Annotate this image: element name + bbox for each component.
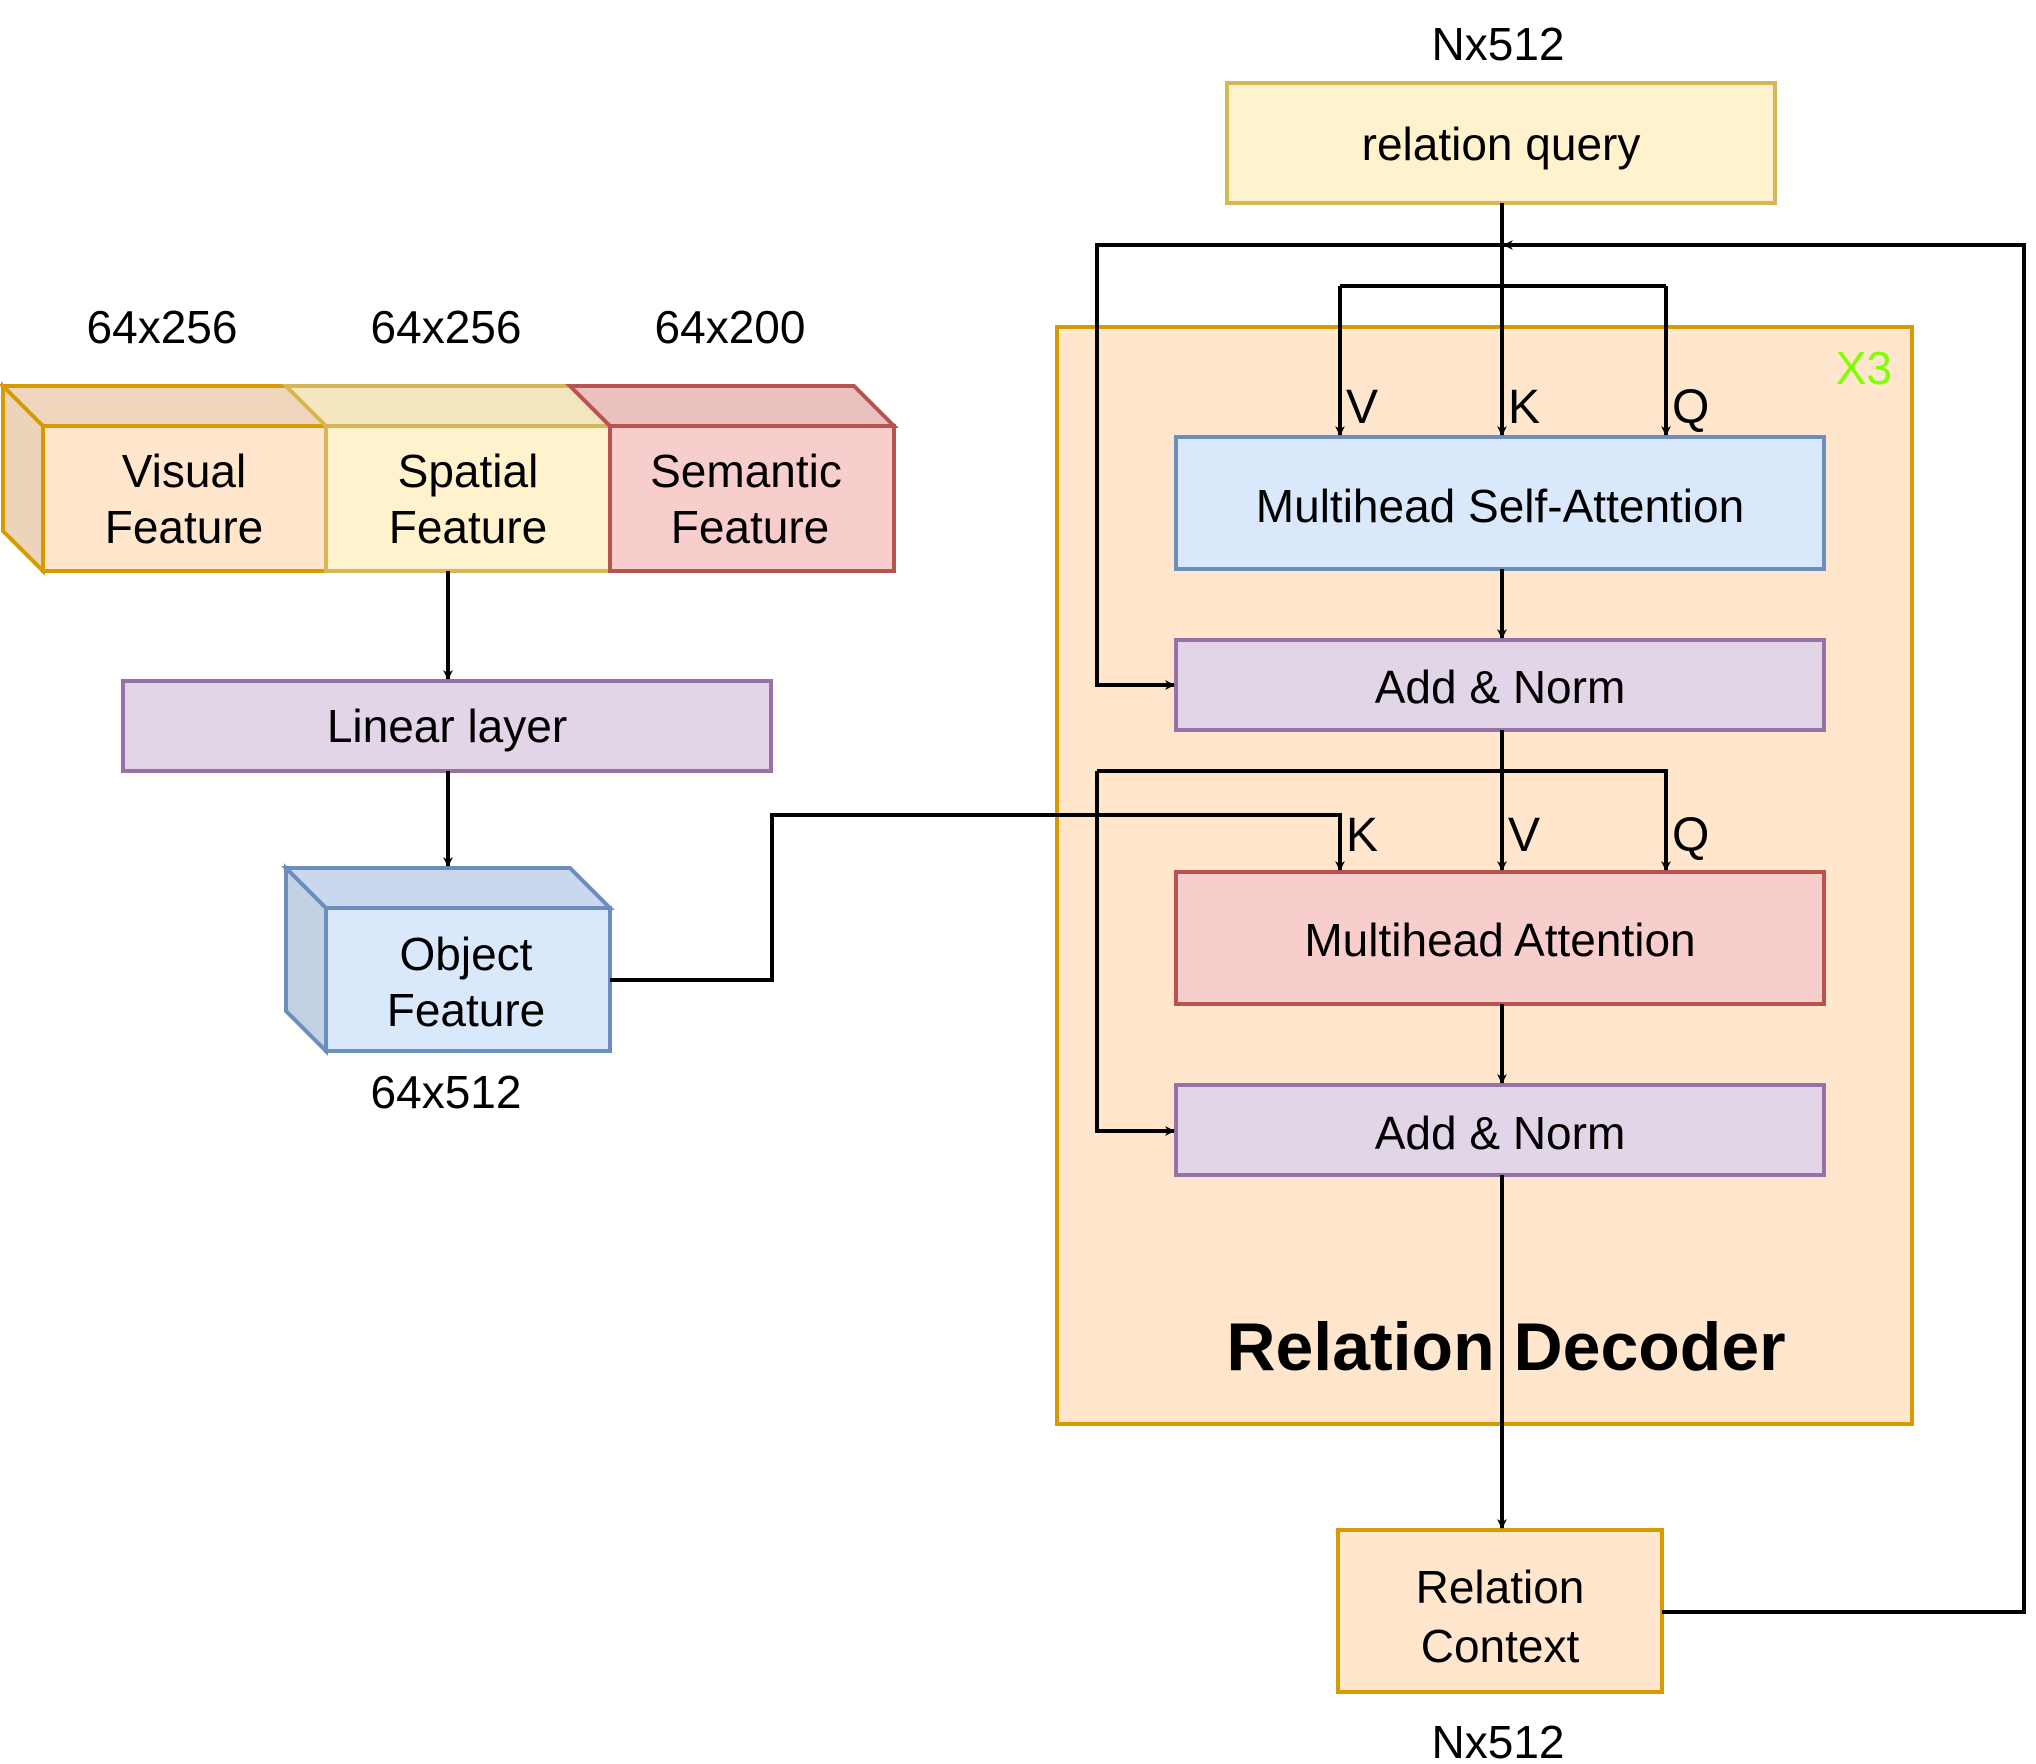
relation-query-label: relation query: [1362, 118, 1641, 170]
cross-attention-input-v: V: [1508, 809, 1540, 862]
add-norm-1-box: [1174, 638, 1826, 732]
cross-attention-input-k: K: [1346, 809, 1378, 862]
add-norm-2-box: [1174, 1083, 1826, 1177]
edge-residual-to-add-norm-2: [1095, 771, 1175, 1136]
object-feature-dim: 64x512: [371, 1066, 522, 1118]
self-attention-input-v: V: [1346, 381, 1378, 434]
edge-object-to-cross-k: [610, 813, 1345, 982]
spatial-feature-label-line2: Feature: [389, 501, 548, 553]
cross-attention-label: Multihead Attention: [1304, 914, 1695, 966]
object-feature-cube: Object Feature: [281, 863, 615, 1056]
relation-context-label-line2: Context: [1421, 1620, 1580, 1672]
spatial-feature-cube: Spatial Feature: [281, 384, 615, 573]
decoder-repeat-label: X3: [1836, 342, 1892, 394]
decoder-title: Relation Decoder: [1226, 1309, 1785, 1385]
spatial-feature-dim: 64x256: [371, 301, 522, 353]
relation-context-label-line1: Relation: [1416, 1561, 1585, 1613]
self-attention-input-q: Q: [1672, 381, 1709, 434]
linear-layer-label: Linear layer: [327, 700, 567, 752]
semantic-feature-dim: 64x200: [655, 301, 806, 353]
self-attention-input-k: K: [1508, 381, 1540, 434]
relation-context-box: [1336, 1528, 1664, 1694]
edge-context-feedback-loop: [1503, 240, 2026, 1614]
edge-add-norm-1-to-cross-q: [1097, 769, 1671, 871]
visual-feature-cube: Visual Feature: [0, 381, 331, 576]
cross-attention-input-q: Q: [1672, 809, 1709, 862]
self-attention-box: [1174, 435, 1826, 571]
semantic-feature-label-line2: Feature: [671, 501, 830, 553]
visual-feature-label-line1: Visual: [122, 445, 246, 497]
add-norm-2-label: Add & Norm: [1375, 1107, 1626, 1159]
add-norm-1-label: Add & Norm: [1375, 661, 1626, 713]
relation-query-dim: Nx512: [1432, 18, 1565, 70]
cross-attention-box: [1174, 870, 1826, 1006]
visual-feature-label-line2: Feature: [105, 501, 264, 553]
semantic-feature-label-line1: Semantic: [650, 445, 842, 497]
edge-residual-to-add-norm-1: [1095, 243, 1502, 690]
relation-context-dim: Nx512: [1432, 1716, 1565, 1764]
spatial-feature-label-line1: Spatial: [398, 445, 539, 497]
object-feature-label-line2: Feature: [387, 984, 546, 1036]
visual-feature-dim: 64x256: [87, 301, 238, 353]
self-attention-label: Multihead Self-Attention: [1256, 480, 1744, 532]
object-feature-label-line1: Object: [400, 928, 533, 980]
relation-query-box: [1225, 81, 1777, 205]
semantic-feature-cube: Semantic Feature: [565, 384, 899, 573]
